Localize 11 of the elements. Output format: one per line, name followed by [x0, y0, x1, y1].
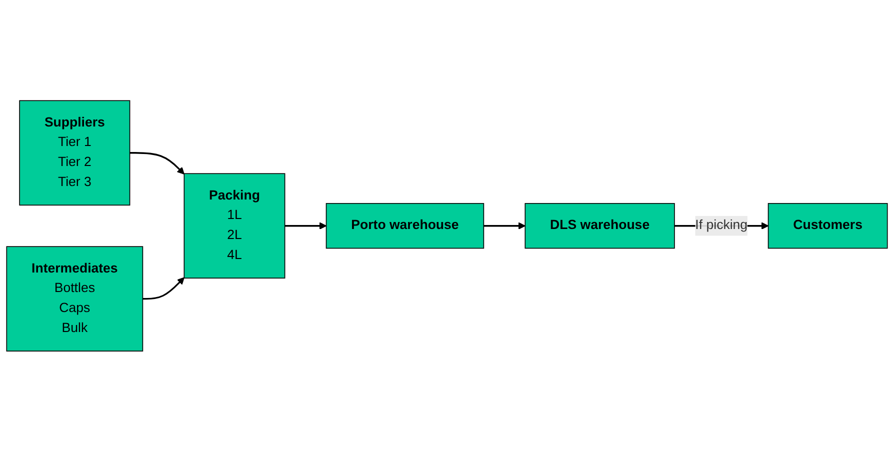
- node-box: Packing 1L 2L 4L: [184, 173, 286, 279]
- node-box: Customers: [768, 203, 888, 249]
- arrow: [484, 222, 526, 230]
- arrow: [284, 222, 327, 230]
- edge-label: If picking: [695, 218, 748, 233]
- node-box: Intermediates Bottles Caps Bulk: [6, 246, 144, 352]
- arrow: [142, 277, 184, 300]
- node-box: DLS warehouse: [524, 203, 675, 249]
- node-box: Porto warehouse: [326, 203, 484, 249]
- arrow: [130, 152, 184, 175]
- node-box: Suppliers Tier 1 Tier 2 Tier 3: [19, 100, 130, 206]
